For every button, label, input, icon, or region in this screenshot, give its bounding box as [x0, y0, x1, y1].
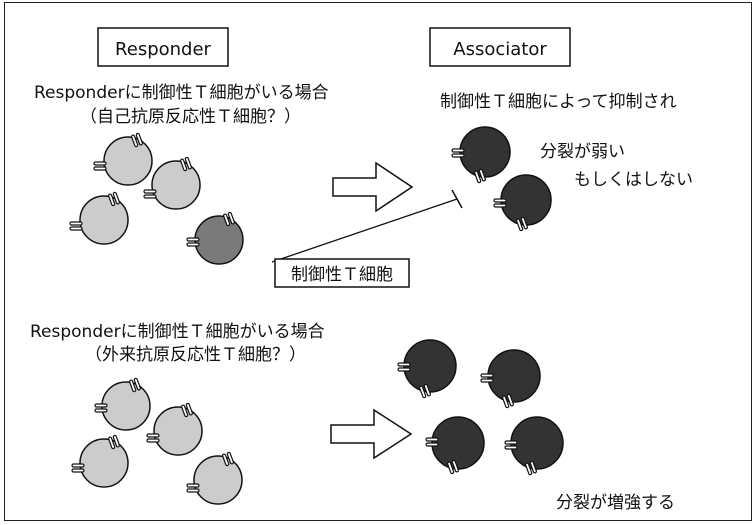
top-outcome-detail-1: 分裂が弱い — [540, 142, 625, 162]
responder-header: Responder — [97, 27, 229, 67]
associator-cell — [425, 416, 485, 475]
associator-cell — [480, 349, 541, 409]
associator-cells-bottom — [397, 339, 564, 476]
inhibition-bar — [451, 189, 463, 209]
top-condition-line1: Responderに制御性Ｔ細胞がいる場合 — [34, 83, 329, 103]
responder-cell — [93, 132, 153, 186]
responder-cells-bottom — [71, 377, 243, 505]
associator-cells-top — [451, 126, 552, 232]
bottom-arrow — [330, 408, 413, 460]
associator-header-label: Associator — [453, 39, 547, 60]
top-outcome-title: 制御性Ｔ細胞によって抑制され — [440, 92, 677, 112]
responder-cell — [143, 156, 201, 210]
top-condition-line2: （自己抗原反応性Ｔ細胞？） — [80, 107, 301, 127]
treg-cell — [186, 211, 244, 265]
responder-cell — [186, 451, 243, 505]
responder-cell — [146, 402, 203, 456]
responder-cell — [69, 191, 129, 245]
responder-cell — [94, 377, 151, 431]
treg-label: 制御性Ｔ細胞 — [291, 265, 393, 285]
inhibition-line — [271, 198, 458, 263]
associator-header: Associator — [429, 27, 571, 67]
responder-cells-top — [69, 132, 244, 265]
associator-cell — [493, 174, 552, 232]
top-outcome-detail-2: もしくはしない — [574, 170, 693, 190]
associator-cell — [451, 126, 511, 184]
bottom-condition-line2: （外来抗原反応性Ｔ細胞？） — [85, 345, 306, 365]
treg-label-box: 制御性Ｔ細胞 — [274, 258, 410, 288]
bottom-condition-line1: Responderに制御性Ｔ細胞がいる場合 — [30, 322, 325, 342]
bottom-outcome: 分裂が増強する — [556, 493, 675, 513]
associator-cell — [397, 339, 457, 399]
associator-cell — [504, 416, 564, 476]
responder-cell — [71, 434, 129, 488]
top-arrow — [332, 161, 414, 213]
responder-header-label: Responder — [115, 39, 211, 60]
